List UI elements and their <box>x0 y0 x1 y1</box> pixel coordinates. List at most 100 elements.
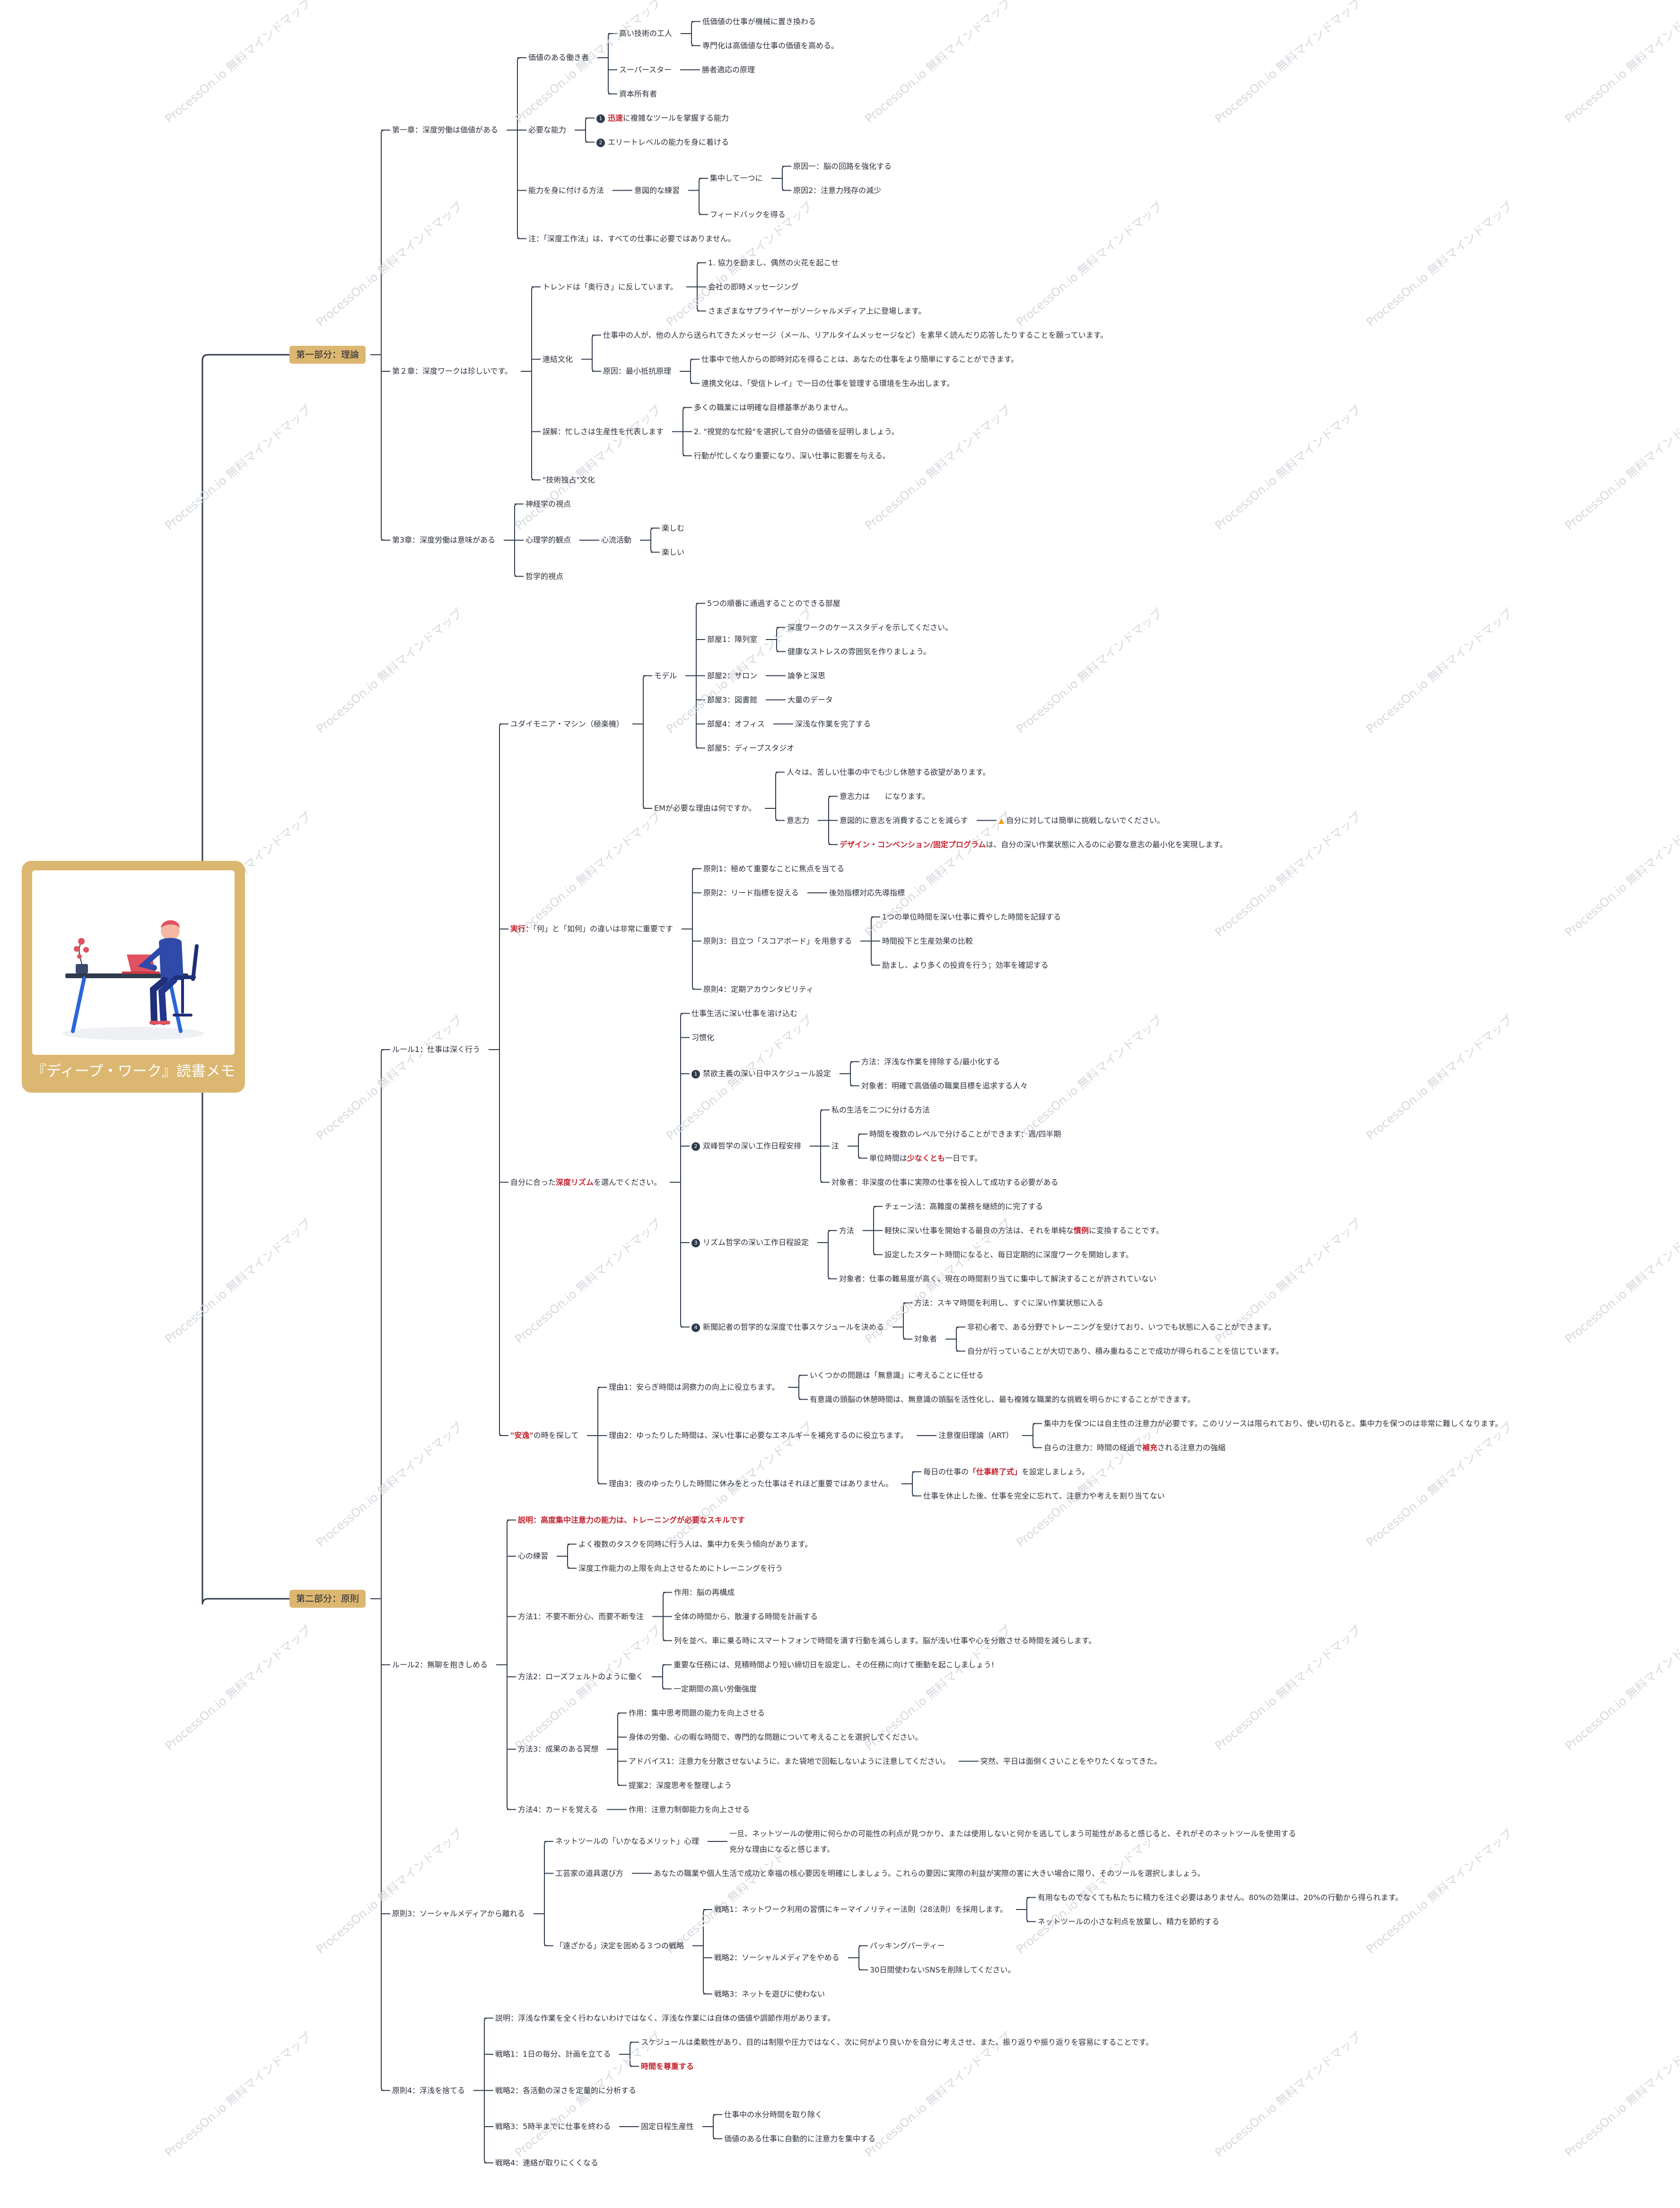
topic-node[interactable]: 2. "視覚的な忙殺"を選択して自分の価値を証明しましょう。 <box>694 427 899 437</box>
topic-node[interactable]: 作用：注意力制御能力を向上させる <box>629 1805 750 1815</box>
topic-node[interactable]: 対象者：仕事の難易度が高く、現在の時間割り当てに集中して解決することが許されてい… <box>839 1274 1156 1284</box>
topic-node[interactable]: 専門化は高価値な仕事の価値を高める。 <box>702 41 839 51</box>
topic-node[interactable]: 原則3：目立つ「スコアボード」を用意する <box>703 936 852 946</box>
topic-node[interactable]: 重要な任務には、見積時間より短い締切日を設定し、その任務に向けて衝動を起こしまし… <box>674 1660 994 1670</box>
topic-node[interactable]: 対象者：明確で高価値の職業目標を追求する人々 <box>861 1081 1028 1091</box>
topic-node[interactable]: 高い技術の工人 <box>619 28 672 39</box>
topic-node[interactable]: 必要な能力 <box>528 125 566 135</box>
topic-node[interactable]: 仕事を休止した後、仕事を完全に忘れて、注意力や考えを割り当てない <box>923 1491 1165 1501</box>
topic-node[interactable]: よく複数のタスクを同時に行う人は、集中力を失う傾向があります。 <box>578 1539 812 1550</box>
chapter-node[interactable]: 原則3：ソーシャルメディアから離れる <box>392 1909 525 1919</box>
topic-node[interactable]: 自分に合った深度リズムを選んでください。 <box>510 1177 661 1188</box>
topic-node[interactable]: 列を並べ、車に乗る時にスマートフォンで時間を潰す行動を減らします。脳が浅い仕事や… <box>674 1636 1096 1646</box>
topic-node[interactable]: 仕事中の人が、他の人から送られてきたメッセージ（メール、リアルタイムメッセージな… <box>603 330 1108 341</box>
topic-node[interactable]: 有用なものでなくても私たちに精力を注ぐ必要はありません。80%の効果は、20%の… <box>1038 1893 1403 1903</box>
topic-node[interactable]: 深浅な作業を完了する <box>795 719 871 729</box>
topic-node[interactable]: 方法1：不要不断分心、而要不断专注 <box>518 1612 644 1622</box>
topic-node[interactable]: 論争と深思 <box>788 671 825 681</box>
topic-node[interactable]: 後効指標対応先導指標 <box>829 888 905 898</box>
topic-node[interactable]: 時間投下と生産効果の比較 <box>882 936 973 946</box>
topic-node[interactable]: 説明：浮浅な作業を全く行わないわけではなく、浮浅な作業には自体の価値や調節作用が… <box>495 2013 835 2024</box>
topic-node[interactable]: "技術独占"文化 <box>542 475 595 485</box>
topic-node[interactable]: 原因：最小抵抗原理 <box>603 366 671 377</box>
topic-node[interactable]: 人々は、苦しい仕事の中でも少し休憩する欲望があります。 <box>787 767 990 778</box>
topic-node[interactable]: 集中力を保つには自主性の注意力が必要です。このリソースは限られており、使い切れる… <box>1044 1419 1503 1429</box>
topic-node[interactable]: 方法：浮浅な作業を排除する/最小化する <box>861 1057 1000 1067</box>
chapter-node[interactable]: 原則4：浮浅を捨てる <box>392 2085 465 2096</box>
topic-node[interactable]: 実行：「何」と「如何」の違いは非常に重要です <box>510 924 673 934</box>
topic-node[interactable]: 工芸家の道具選び方 <box>555 1868 623 1879</box>
topic-node[interactable]: スケジュールは柔軟性があり、目的は制限や圧力ではなく、次に何がより良いかを自分に… <box>641 2037 1153 2048</box>
topic-node[interactable]: モデル <box>654 671 677 681</box>
topic-node[interactable]: 設定したスタート時間になると、毎日定期的に深度ワークを開始します。 <box>884 1250 1133 1260</box>
topic-node[interactable]: いくつかの問題は「無意識」に考えることに任せる <box>810 1370 984 1381</box>
topic-node[interactable]: 方法2：ローズフェルトのように働く <box>518 1672 643 1682</box>
topic-node[interactable]: 仕事生活に深い仕事を溶け込む <box>691 1008 797 1019</box>
topic-node[interactable]: 戦略2：ソーシャルメディアをやめる <box>714 1953 840 1963</box>
topic-node[interactable]: 自らの注意力：時間の経過で補充される注意力の強縮 <box>1044 1443 1225 1453</box>
topic-node[interactable]: 意図的に意志を消費することを減らす <box>840 815 968 826</box>
topic-node[interactable]: 作用：集中思考問題の能力を向上させる <box>629 1708 765 1718</box>
topic-node[interactable]: 原因一：脳の回路を強化する <box>793 161 892 172</box>
topic-node[interactable]: 大量のデータ <box>788 695 833 705</box>
topic-node[interactable]: 説明：高度集中注意力の能力は、トレーニングが必要なスキルです <box>518 1515 745 1525</box>
topic-node[interactable]: 方法3：成果のある冥想 <box>518 1744 598 1754</box>
topic-node[interactable]: 注：「深度工作法」は、すべての仕事に必要ではありません。 <box>528 234 735 244</box>
topic-node[interactable]: 方法 <box>839 1226 854 1236</box>
topic-node[interactable]: 原則1：極めて重要なことに焦点を当てる <box>703 864 844 874</box>
topic-node[interactable]: 方法：スキマ時間を利用し、すぐに深い作業状態に入る <box>914 1298 1103 1308</box>
topic-node[interactable]: 行動が忙しくなり重要になり、深い仕事に影響を与える。 <box>694 451 890 461</box>
topic-node[interactable]: 誤解：忙しさは生産性を代表します <box>542 427 664 437</box>
topic-node[interactable]: 励まし、より多くの投資を行う；効率を確認する <box>882 960 1049 971</box>
topic-node[interactable]: 突然、平日は面倒くさいことをやりたくなってきた。 <box>980 1756 1162 1767</box>
topic-node[interactable]: 理由2：ゆったりした時間は、深い仕事に必要なエネルギーを補充するのに役立ちます。 <box>609 1430 908 1441</box>
topic-node[interactable]: 資本所有者 <box>619 89 657 99</box>
topic-node[interactable]: スーパースター <box>619 65 672 75</box>
topic-node[interactable]: 原因2：注意力残存の減少 <box>793 185 881 196</box>
topic-node[interactable]: 多くの職業には明確な目標基準がありません。 <box>694 403 853 413</box>
topic-node[interactable]: 楽しむ <box>662 523 684 534</box>
topic-node[interactable]: 全体の時間から、散漫する時間を計画する <box>674 1612 818 1622</box>
topic-node[interactable]: 戦略2：各活動の深さを定量的に分析する <box>495 2085 636 2096</box>
topic-node[interactable]: 身体の労働、心の暇な時間で、専門的な問題について考えることを選択してください。 <box>629 1732 922 1743</box>
topic-node[interactable]: さまざまなサプライヤーがソーシャルメディア上に登場します。 <box>708 306 926 316</box>
topic-node[interactable]: 心理学的観点 <box>525 535 571 545</box>
topic-node[interactable]: 方法4：カードを覚える <box>518 1805 598 1815</box>
topic-node[interactable]: 部屋4：オフィス <box>707 719 765 729</box>
topic-node[interactable]: 低価値の仕事が機械に置き換わる <box>702 17 816 27</box>
topic-node[interactable]: 対象者：非深度の仕事に実際の仕事を投入して成功する必要がある <box>831 1177 1059 1188</box>
topic-node[interactable]: 能力を身に付ける方法 <box>528 185 604 196</box>
chapter-node[interactable]: 第２章：深度ワークは珍しいです。 <box>392 366 512 377</box>
topic-node[interactable]: 心流活動 <box>601 535 631 545</box>
topic-node[interactable]: 価値のある働き者 <box>528 53 589 63</box>
topic-node[interactable]: 単位時間は少なくとも一日です。 <box>869 1153 982 1164</box>
topic-node[interactable]: 一旦、ネットツールの使用に何らかの可能性の利点が見つかり、または使用しないと何か… <box>729 1826 1296 1857</box>
topic-node[interactable]: 原則4：定期アカウンタビリティ <box>703 984 814 995</box>
topic-node[interactable]: 勝者適応の原理 <box>702 65 755 75</box>
topic-node[interactable]: EMが必要な理由は何ですか。 <box>654 803 756 814</box>
topic-node[interactable]: 戦略1：ネットワーク利用の習慣にキーマイノリティー法則（28法則）を採用します。 <box>714 1904 1007 1915</box>
chapter-node[interactable]: ルール2：無聊を抱きしめる <box>392 1660 488 1670</box>
topic-node[interactable]: 健康なストレスの雰囲気を作りましょう。 <box>788 647 931 657</box>
topic-node[interactable]: 時間を尊重する <box>641 2061 694 2072</box>
topic-node[interactable]: 毎日の仕事の「仕事終了式」を設定しましょう。 <box>923 1467 1089 1477</box>
topic-node[interactable]: 部屋1：障列室 <box>707 634 757 645</box>
topic-node[interactable]: 意志力 <box>787 815 809 826</box>
topic-node[interactable]: 哲学的視点 <box>525 571 563 582</box>
topic-node[interactable]: 部屋3：図書館 <box>707 695 757 705</box>
topic-node[interactable]: 戦略1：1日の毎分、計画を立てる <box>495 2049 611 2059</box>
topic-node[interactable]: 固定日程生産性 <box>641 2121 694 2132</box>
topic-node[interactable]: 戦略4：連絡が取りにくくなる <box>495 2158 598 2168</box>
topic-node[interactable]: "安逸"の時を探して <box>510 1430 578 1441</box>
topic-node[interactable]: 仕事中の水分時間を取り除く <box>724 2110 822 2120</box>
chapter-node[interactable]: 第3章：深度労働は意味がある <box>392 535 495 545</box>
chapter-node[interactable]: 第一章：深度労働は価値がある <box>392 125 498 135</box>
topic-node[interactable]: 自分が行っていることが大切であり、積み重ねることで成功が得られることを信じていま… <box>967 1346 1283 1357</box>
chapter-node[interactable]: ルール1：仕事は深く行う <box>392 1044 480 1055</box>
section-node[interactable]: 第一部分：理論 <box>289 346 366 364</box>
topic-node[interactable]: 時間を複数のレベルで分けることができます：週/四半期 <box>869 1129 1061 1139</box>
topic-node[interactable]: 注 <box>831 1141 839 1151</box>
